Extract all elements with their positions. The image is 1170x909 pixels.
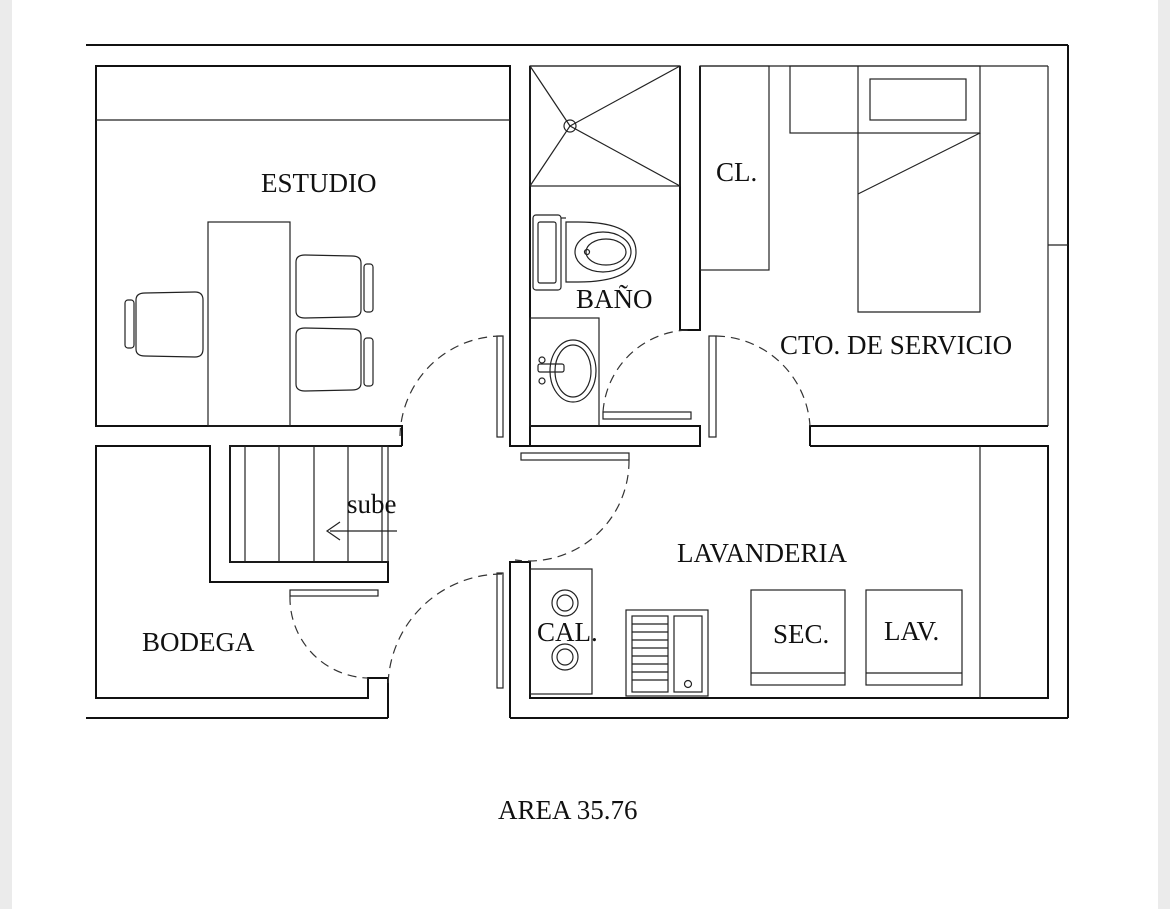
label-calentador: CAL.: [537, 617, 598, 647]
label-estudio: ESTUDIO: [261, 168, 377, 198]
washer-icon: [865, 589, 963, 686]
dryer-icon: [750, 589, 846, 686]
label-sube: sube: [347, 489, 397, 519]
label-cuarto-servicio: CTO. DE SERVICIO: [780, 330, 1013, 360]
chair-left-icon: [124, 291, 204, 358]
bed-icon: [789, 65, 981, 313]
desk-icon: [207, 221, 291, 427]
label-secadora: SEC.: [773, 619, 830, 649]
chair-right-top-icon: [295, 254, 374, 319]
floor-plan: [86, 44, 1069, 719]
plan-sheet: [12, 0, 1158, 909]
lavanderia-room: [509, 445, 1049, 718]
cuarto-servicio-room: [700, 65, 1068, 446]
door-entrada: [387, 572, 504, 689]
area-label: AREA 35.76: [498, 795, 638, 825]
label-bodega: BODEGA: [142, 627, 255, 657]
stairs-icon: [229, 445, 397, 563]
door-bano: [602, 329, 692, 420]
laundry-sink-icon: [625, 609, 709, 697]
label-lavadora: LAV.: [884, 616, 940, 646]
door-cuarto-servicio: [708, 335, 811, 438]
label-closet: CL.: [716, 157, 758, 187]
shower-icon: [529, 65, 681, 187]
estudio-room: [95, 65, 531, 447]
door-bodega: [289, 589, 379, 679]
toilet-icon: [532, 214, 637, 291]
water-heater-icon: [529, 568, 593, 695]
chair-right-bottom-icon: [295, 327, 374, 392]
sink-icon: [529, 317, 600, 427]
label-lavanderia: LAVANDERIA: [677, 538, 848, 568]
door-estudio: [399, 335, 504, 438]
outer-walls: [86, 44, 1069, 719]
closet-icon: [699, 65, 770, 271]
door-lavanderia: [514, 452, 630, 562]
label-bano: BAÑO: [576, 284, 653, 314]
